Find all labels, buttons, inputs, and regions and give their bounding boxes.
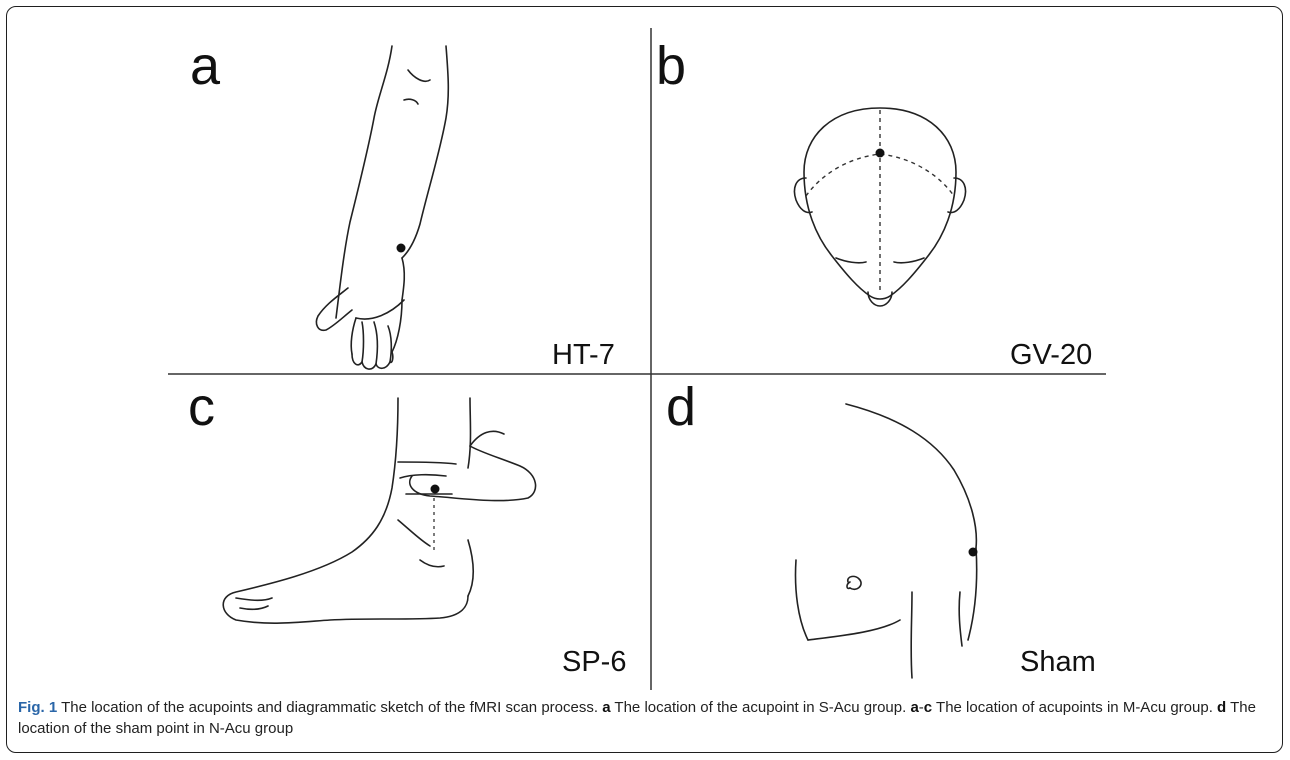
panel-d-point-label: Sham — [1020, 646, 1096, 678]
panel-a-point-label: HT-7 — [552, 339, 615, 371]
meridian-lines — [806, 110, 954, 292]
caption-intro: The location of the acupoints and diagra… — [57, 699, 602, 716]
caption-ref-a: a — [602, 699, 610, 716]
panel-b-letter: b — [656, 36, 686, 96]
caption-text-ac: The location of acupoints in M-Acu group… — [932, 699, 1217, 716]
panel-d-letter: d — [666, 377, 696, 437]
acupoint-marker-gv20 — [876, 149, 885, 158]
figure-label: Fig. 1 — [18, 699, 57, 716]
panel-a: a HT-7 — [190, 36, 615, 371]
figure-caption: Fig. 1 The location of the acupoints and… — [18, 697, 1273, 739]
caption-ref-d: d — [1217, 699, 1226, 716]
acupoint-marker-sp6 — [431, 485, 440, 494]
panel-b: b GV-20 — [656, 36, 1092, 371]
panel-a-letter: a — [190, 36, 221, 96]
torso-drawing — [796, 404, 977, 678]
panel-d: d Sham — [666, 377, 1096, 678]
panel-c-letter: c — [188, 377, 215, 437]
caption-ref-ac-start: a — [910, 699, 918, 716]
sham-point-marker — [969, 548, 978, 557]
caption-text-a: The location of the acupoint in S-Acu gr… — [611, 699, 911, 716]
arm-hand-drawing — [316, 46, 448, 369]
caption-ref-ac-end: c — [924, 699, 932, 716]
figure-panels: a HT-7 b — [0, 0, 1290, 690]
panel-c-point-label: SP-6 — [562, 646, 626, 678]
panel-c: c SP-6 — [188, 377, 626, 678]
foot-ankle-drawing — [223, 398, 535, 623]
acupoint-marker-ht7 — [397, 244, 406, 253]
panel-b-point-label: GV-20 — [1010, 339, 1092, 371]
